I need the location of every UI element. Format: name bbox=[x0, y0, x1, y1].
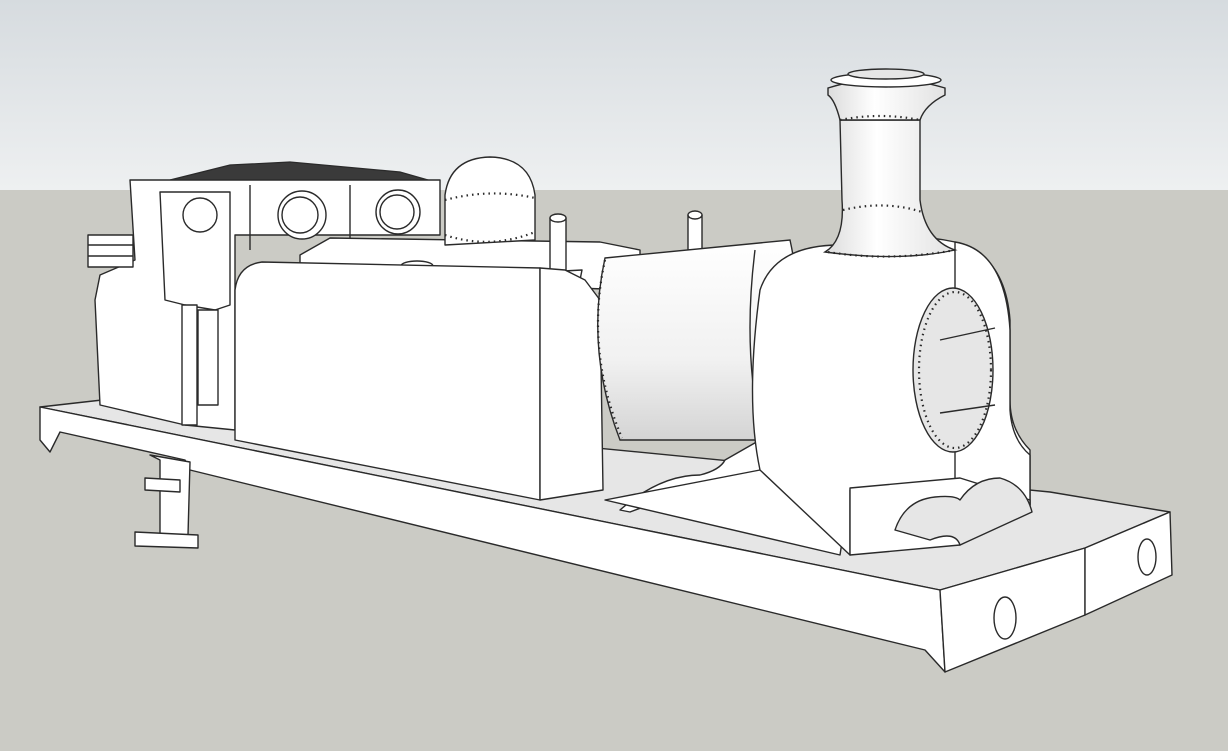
chimney bbox=[822, 68, 958, 258]
side-tank bbox=[234, 261, 604, 501]
rear-step bbox=[134, 454, 199, 549]
sky bbox=[0, 0, 1228, 190]
cab bbox=[87, 161, 441, 431]
smokebox-front bbox=[751, 235, 1033, 556]
